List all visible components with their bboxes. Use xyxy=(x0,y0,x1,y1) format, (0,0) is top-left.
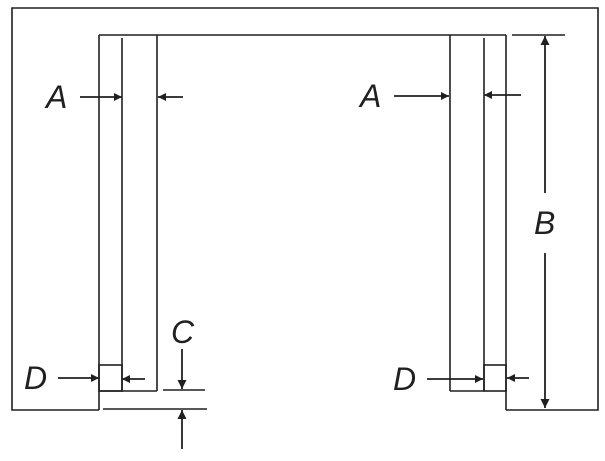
label-b: B xyxy=(534,205,555,241)
label-d-right: D xyxy=(393,361,416,397)
outer-frame xyxy=(11,7,599,411)
label-c: C xyxy=(171,314,195,350)
right-d-block xyxy=(483,364,507,392)
label-a-left: A xyxy=(44,79,67,115)
label-d-left: D xyxy=(24,360,47,396)
label-a-right: A xyxy=(358,78,381,114)
left-d-block xyxy=(98,364,123,392)
